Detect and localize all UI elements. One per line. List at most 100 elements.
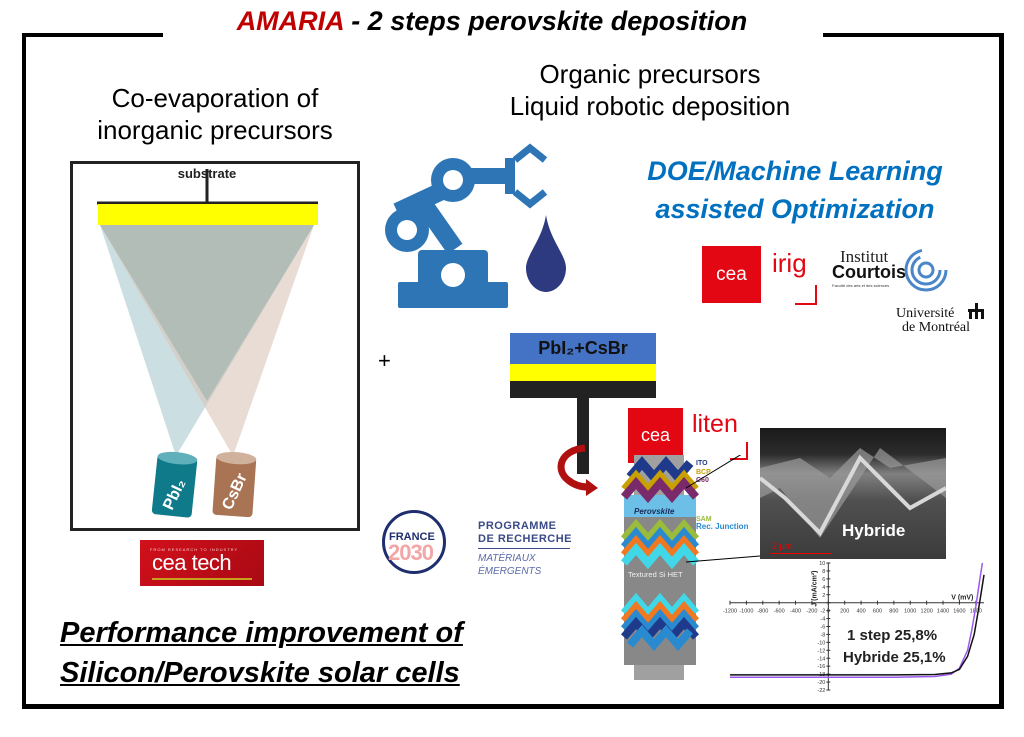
- sem-scale-bar: [770, 553, 832, 554]
- layer-cyan-bottom: [620, 592, 700, 620]
- y-tick-label: 2: [822, 593, 825, 599]
- sem-texture: [760, 448, 946, 538]
- layer-blue-base: [626, 624, 694, 652]
- performance-line1: Performance improvement of: [60, 617, 463, 649]
- csbr-source-icon: [212, 452, 257, 518]
- institut-courtois-line2: Courtois: [832, 262, 906, 282]
- y-tick-label: -2: [820, 609, 825, 615]
- performance-line2: Silicon/Perovskite solar cells: [60, 657, 460, 689]
- precursor-layer: PbI₂+CsBr: [510, 333, 656, 364]
- c60-label: C60: [696, 477, 709, 484]
- csbr-vapor-plume: [100, 225, 314, 456]
- organic-heading-line2: Liquid robotic deposition: [509, 91, 791, 121]
- x-tick-label: 200: [840, 609, 849, 615]
- evaporation-chamber: [70, 161, 360, 531]
- optimization-line2: assisted Optimization: [655, 194, 935, 224]
- institut-courtois-line3: Faculté des arts et des sciences: [832, 283, 890, 288]
- layer-orange-bottom: [620, 600, 700, 628]
- y-tick-label: -10: [817, 640, 825, 646]
- x-tick-label: 1000: [904, 609, 916, 615]
- y-tick-label: -6: [820, 625, 825, 631]
- rotation-arrow-icon: [557, 444, 598, 496]
- textured-si-label: Textured Si HET: [628, 570, 683, 579]
- x-axis-label: V (mV): [951, 595, 973, 602]
- perovskite-label: Perovskite: [634, 507, 675, 516]
- cea-tech-underline: [152, 578, 252, 580]
- layer-orange: [620, 534, 700, 562]
- y-tick-label: 8: [822, 569, 825, 575]
- irig-logo-corner: [795, 285, 817, 305]
- cea-liten-logo-mark: cea: [628, 408, 683, 463]
- y-tick-label: -22: [817, 688, 825, 694]
- substrate-layer: [510, 364, 656, 381]
- layer-rec-junction: [620, 526, 700, 554]
- x-tick-label: 0: [827, 609, 830, 615]
- cea-tech-name: cea tech: [152, 550, 232, 575]
- topic-line1: MATÉRIAUX: [478, 553, 536, 564]
- performance-heading: Performance improvement of Silicon/Perov…: [60, 613, 530, 693]
- irig-logo-text: irig: [772, 248, 807, 278]
- program-line1: PROGRAMME: [478, 520, 557, 532]
- annotation-hybride: Hybride 25,1%: [843, 649, 946, 666]
- sem-scale-label: 2 µm: [772, 541, 793, 551]
- france-2030-circle: [382, 510, 446, 574]
- organic-heading-line1: Organic precursors: [539, 59, 761, 89]
- page-title: AMARIA - 2 steps perovskite deposition: [160, 6, 824, 37]
- udem-line1: Université: [896, 306, 955, 321]
- layer-bcp: [621, 469, 699, 495]
- annotation-1step: 1 step 25,8%: [847, 627, 938, 644]
- x-tick-label: -1200: [723, 609, 737, 615]
- y-tick-label: -4: [820, 617, 825, 623]
- robot-arm-icon: [385, 143, 566, 308]
- optimization-heading: DOE/Machine Learning assisted Optimizati…: [600, 152, 990, 228]
- layer-navy-bottom: [620, 616, 700, 644]
- udem-emblem-icon: [968, 303, 984, 319]
- y-tick-label: -12: [817, 648, 825, 654]
- evaporation-diagram: substrate PbI₂ CsBr: [97, 166, 318, 518]
- x-tick-label: 1800: [970, 609, 982, 615]
- layer-sam: [620, 518, 700, 546]
- plus-sign: +: [378, 348, 391, 373]
- topic-line2: ÉMERGENTS: [478, 566, 542, 577]
- liten-logo-corner: [730, 442, 748, 460]
- sam-label: SAM: [696, 516, 712, 523]
- x-tick-label: 1200: [921, 609, 933, 615]
- spin-shaft: [577, 398, 589, 474]
- y-tick-label: 4: [822, 585, 825, 591]
- sem-label: Hybride: [842, 521, 906, 540]
- coevaporation-heading-line1: Co-evaporation of: [111, 83, 319, 113]
- sem-image: Hybride 2 µm: [760, 428, 946, 559]
- overlap-plume: [100, 225, 314, 401]
- france-2030-word: FRANCE: [389, 531, 435, 543]
- series-line-hybride: [730, 574, 985, 676]
- y-tick-label: -20: [817, 680, 825, 686]
- program-divider: [478, 548, 570, 549]
- france-2030-year: 2030: [388, 540, 434, 565]
- substrate-label: substrate: [178, 166, 237, 181]
- x-tick-label: -1000: [739, 609, 753, 615]
- udem-line2: de Montréal: [902, 320, 971, 335]
- y-tick-label: -8: [820, 632, 825, 638]
- frame-border-bottom: [22, 704, 1004, 709]
- x-tick-label: -600: [774, 609, 785, 615]
- pbi2-source-icon: [151, 451, 198, 518]
- zoom-line-bottom: [685, 555, 761, 563]
- droplet-icon: [526, 215, 566, 292]
- x-tick-label: -400: [790, 609, 801, 615]
- optimization-line1: DOE/Machine Learning: [647, 156, 943, 186]
- layer-blue-bottom: [620, 608, 700, 636]
- rec-junction-label: Rec. Junction: [696, 522, 749, 531]
- coevaporation-heading-line2: inorganic precursors: [97, 115, 333, 145]
- organic-heading: Organic precursors Liquid robotic deposi…: [470, 58, 830, 122]
- x-tick-label: 800: [889, 609, 898, 615]
- y-tick-label: 6: [822, 577, 825, 583]
- chuck-layer: [510, 381, 656, 398]
- frame-border-top-right: [823, 33, 1004, 37]
- y-axis-label: J (mA/cm²): [811, 570, 818, 606]
- liten-logo-text: liten: [692, 410, 738, 438]
- title-text: - 2 steps perovskite deposition: [343, 6, 748, 36]
- cea-tech-logo: FROM RESEARCH TO INDUSTRY cea tech: [140, 540, 264, 586]
- ito-label: ITO: [696, 460, 708, 467]
- x-tick-label: -200: [806, 609, 817, 615]
